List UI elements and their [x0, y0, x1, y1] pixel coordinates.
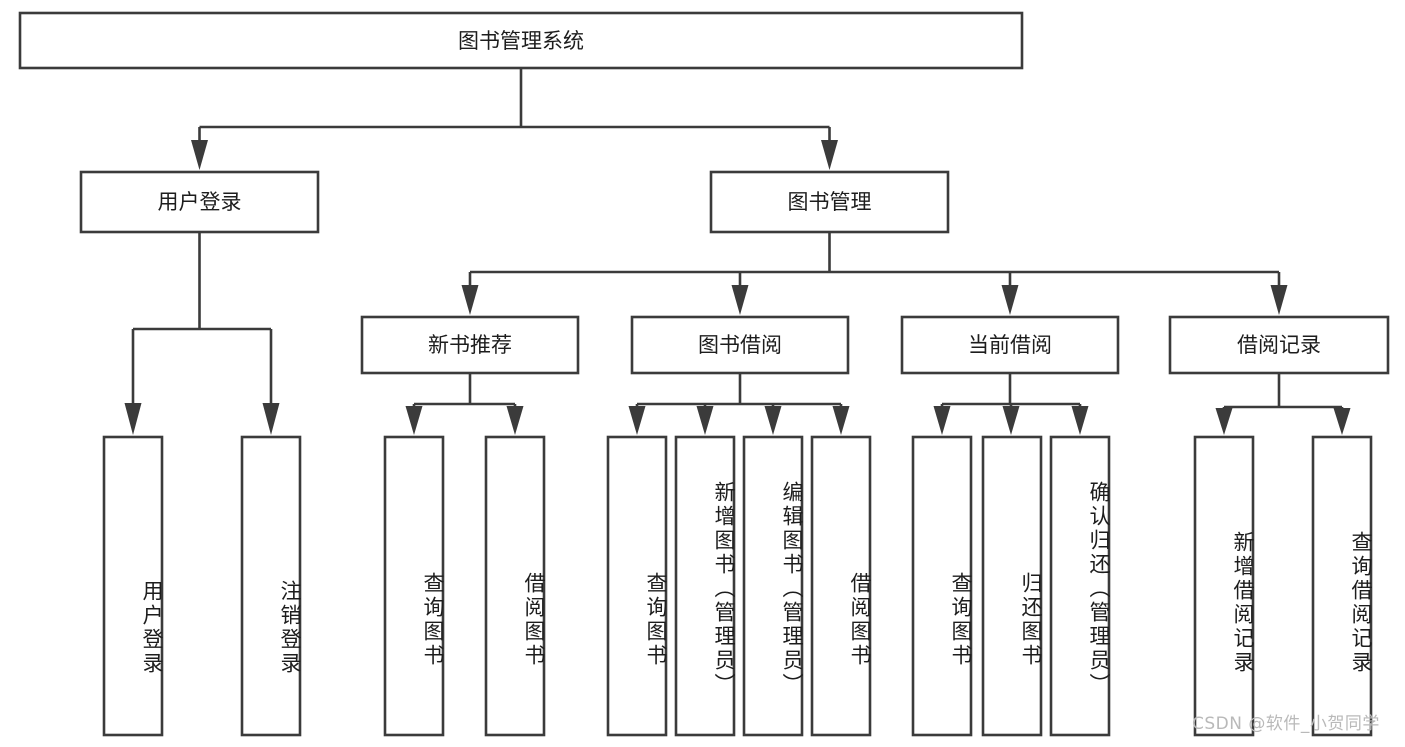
arrow-head-leaf-edit-book — [764, 406, 782, 435]
connector-group-new-book-recommend — [405, 373, 524, 435]
node-book-manage[interactable]: 图书管理 — [709, 170, 950, 234]
arrow-head-leaf-add-record — [1215, 408, 1233, 435]
node-new-book-recommend-label: 新书推荐 — [428, 333, 512, 357]
leaf-box-edit-book[interactable] — [742, 435, 804, 737]
node-book-borrow[interactable]: 图书借阅 — [630, 315, 850, 375]
arrow-head-book-borrow — [731, 285, 749, 315]
arrow-head-leaf-query-book-2 — [628, 406, 646, 435]
node-book-manage-box[interactable] — [709, 170, 950, 234]
csdn-watermark: CSDN @软件_小贺同学 — [1192, 714, 1380, 734]
node-borrow-record[interactable]: 借阅记录 — [1168, 315, 1390, 375]
node-current-borrow-label: 当前借阅 — [968, 333, 1052, 357]
connector-group-user-login — [124, 232, 280, 435]
node-borrow-record-box[interactable] — [1168, 315, 1390, 375]
arrow-head-leaf-borrow-book-1 — [506, 406, 524, 435]
node-current-borrow[interactable]: 当前借阅 — [900, 315, 1120, 375]
arrow-head-leaf-query-book-1 — [405, 406, 423, 435]
arrow-head-leaf-confirm-return — [1071, 406, 1089, 435]
leaf-box-add-book[interactable] — [674, 435, 736, 737]
arrow-head-user-login — [191, 140, 208, 170]
arrow-head-leaf-query-record — [1333, 408, 1351, 435]
arrow-head-book-manage — [821, 140, 838, 170]
leaf-box-return-book[interactable] — [981, 435, 1043, 737]
leaf-box-query-book-2[interactable] — [606, 435, 668, 737]
leaf-box-borrow-book-2[interactable] — [810, 435, 872, 737]
node-new-book-recommend-box[interactable] — [360, 315, 580, 375]
arrow-head-current-borrow — [1001, 285, 1019, 315]
node-root-label: 图书管理系统 — [458, 29, 584, 53]
node-book-borrow-box[interactable] — [630, 315, 850, 375]
node-borrow-record-label: 借阅记录 — [1237, 333, 1321, 357]
leaf-box-group — [102, 435, 1373, 737]
node-book-manage-label: 图书管理 — [788, 190, 872, 214]
connector-group-book-manage — [461, 232, 1288, 315]
arrow-head-leaf-borrow-book-2 — [832, 406, 850, 435]
arrow-head-leaf-add-book — [696, 406, 714, 435]
leaf-box-query-book-3[interactable] — [911, 435, 973, 737]
node-new-book-recommend[interactable]: 新书推荐 — [360, 315, 580, 375]
connector-group-book-borrow — [628, 373, 850, 435]
leaf-box-add-record[interactable] — [1193, 435, 1255, 737]
node-user-login-box[interactable] — [79, 170, 320, 234]
connector-group-root — [191, 68, 838, 170]
arrow-head-leaf-return-book — [1002, 406, 1020, 435]
node-root-box[interactable] — [18, 11, 1024, 70]
arrow-head-borrow-record — [1270, 285, 1288, 315]
leaf-box-user-login[interactable] — [102, 435, 164, 737]
leaf-box-query-record[interactable] — [1311, 435, 1373, 737]
leaf-box-confirm-return[interactable] — [1049, 435, 1111, 737]
leaf-box-logout[interactable] — [240, 435, 302, 737]
node-user-login-label: 用户登录 — [158, 190, 242, 214]
leaf-box-borrow-book-1[interactable] — [484, 435, 546, 737]
node-root[interactable]: 图书管理系统 — [18, 11, 1024, 70]
node-book-borrow-label: 图书借阅 — [698, 333, 782, 357]
connector-group-current-borrow — [933, 373, 1089, 435]
arrow-head-leaf-user-login — [124, 403, 142, 435]
node-user-login[interactable]: 用户登录 — [79, 170, 320, 234]
arrow-head-new-book-recommend — [461, 285, 479, 315]
arrow-head-leaf-query-book-3 — [933, 406, 951, 435]
arrow-head-leaf-logout — [262, 403, 280, 435]
leaf-box-query-book-1[interactable] — [383, 435, 445, 737]
connector-group-borrow-record — [1215, 373, 1351, 435]
node-current-borrow-box[interactable] — [900, 315, 1120, 375]
